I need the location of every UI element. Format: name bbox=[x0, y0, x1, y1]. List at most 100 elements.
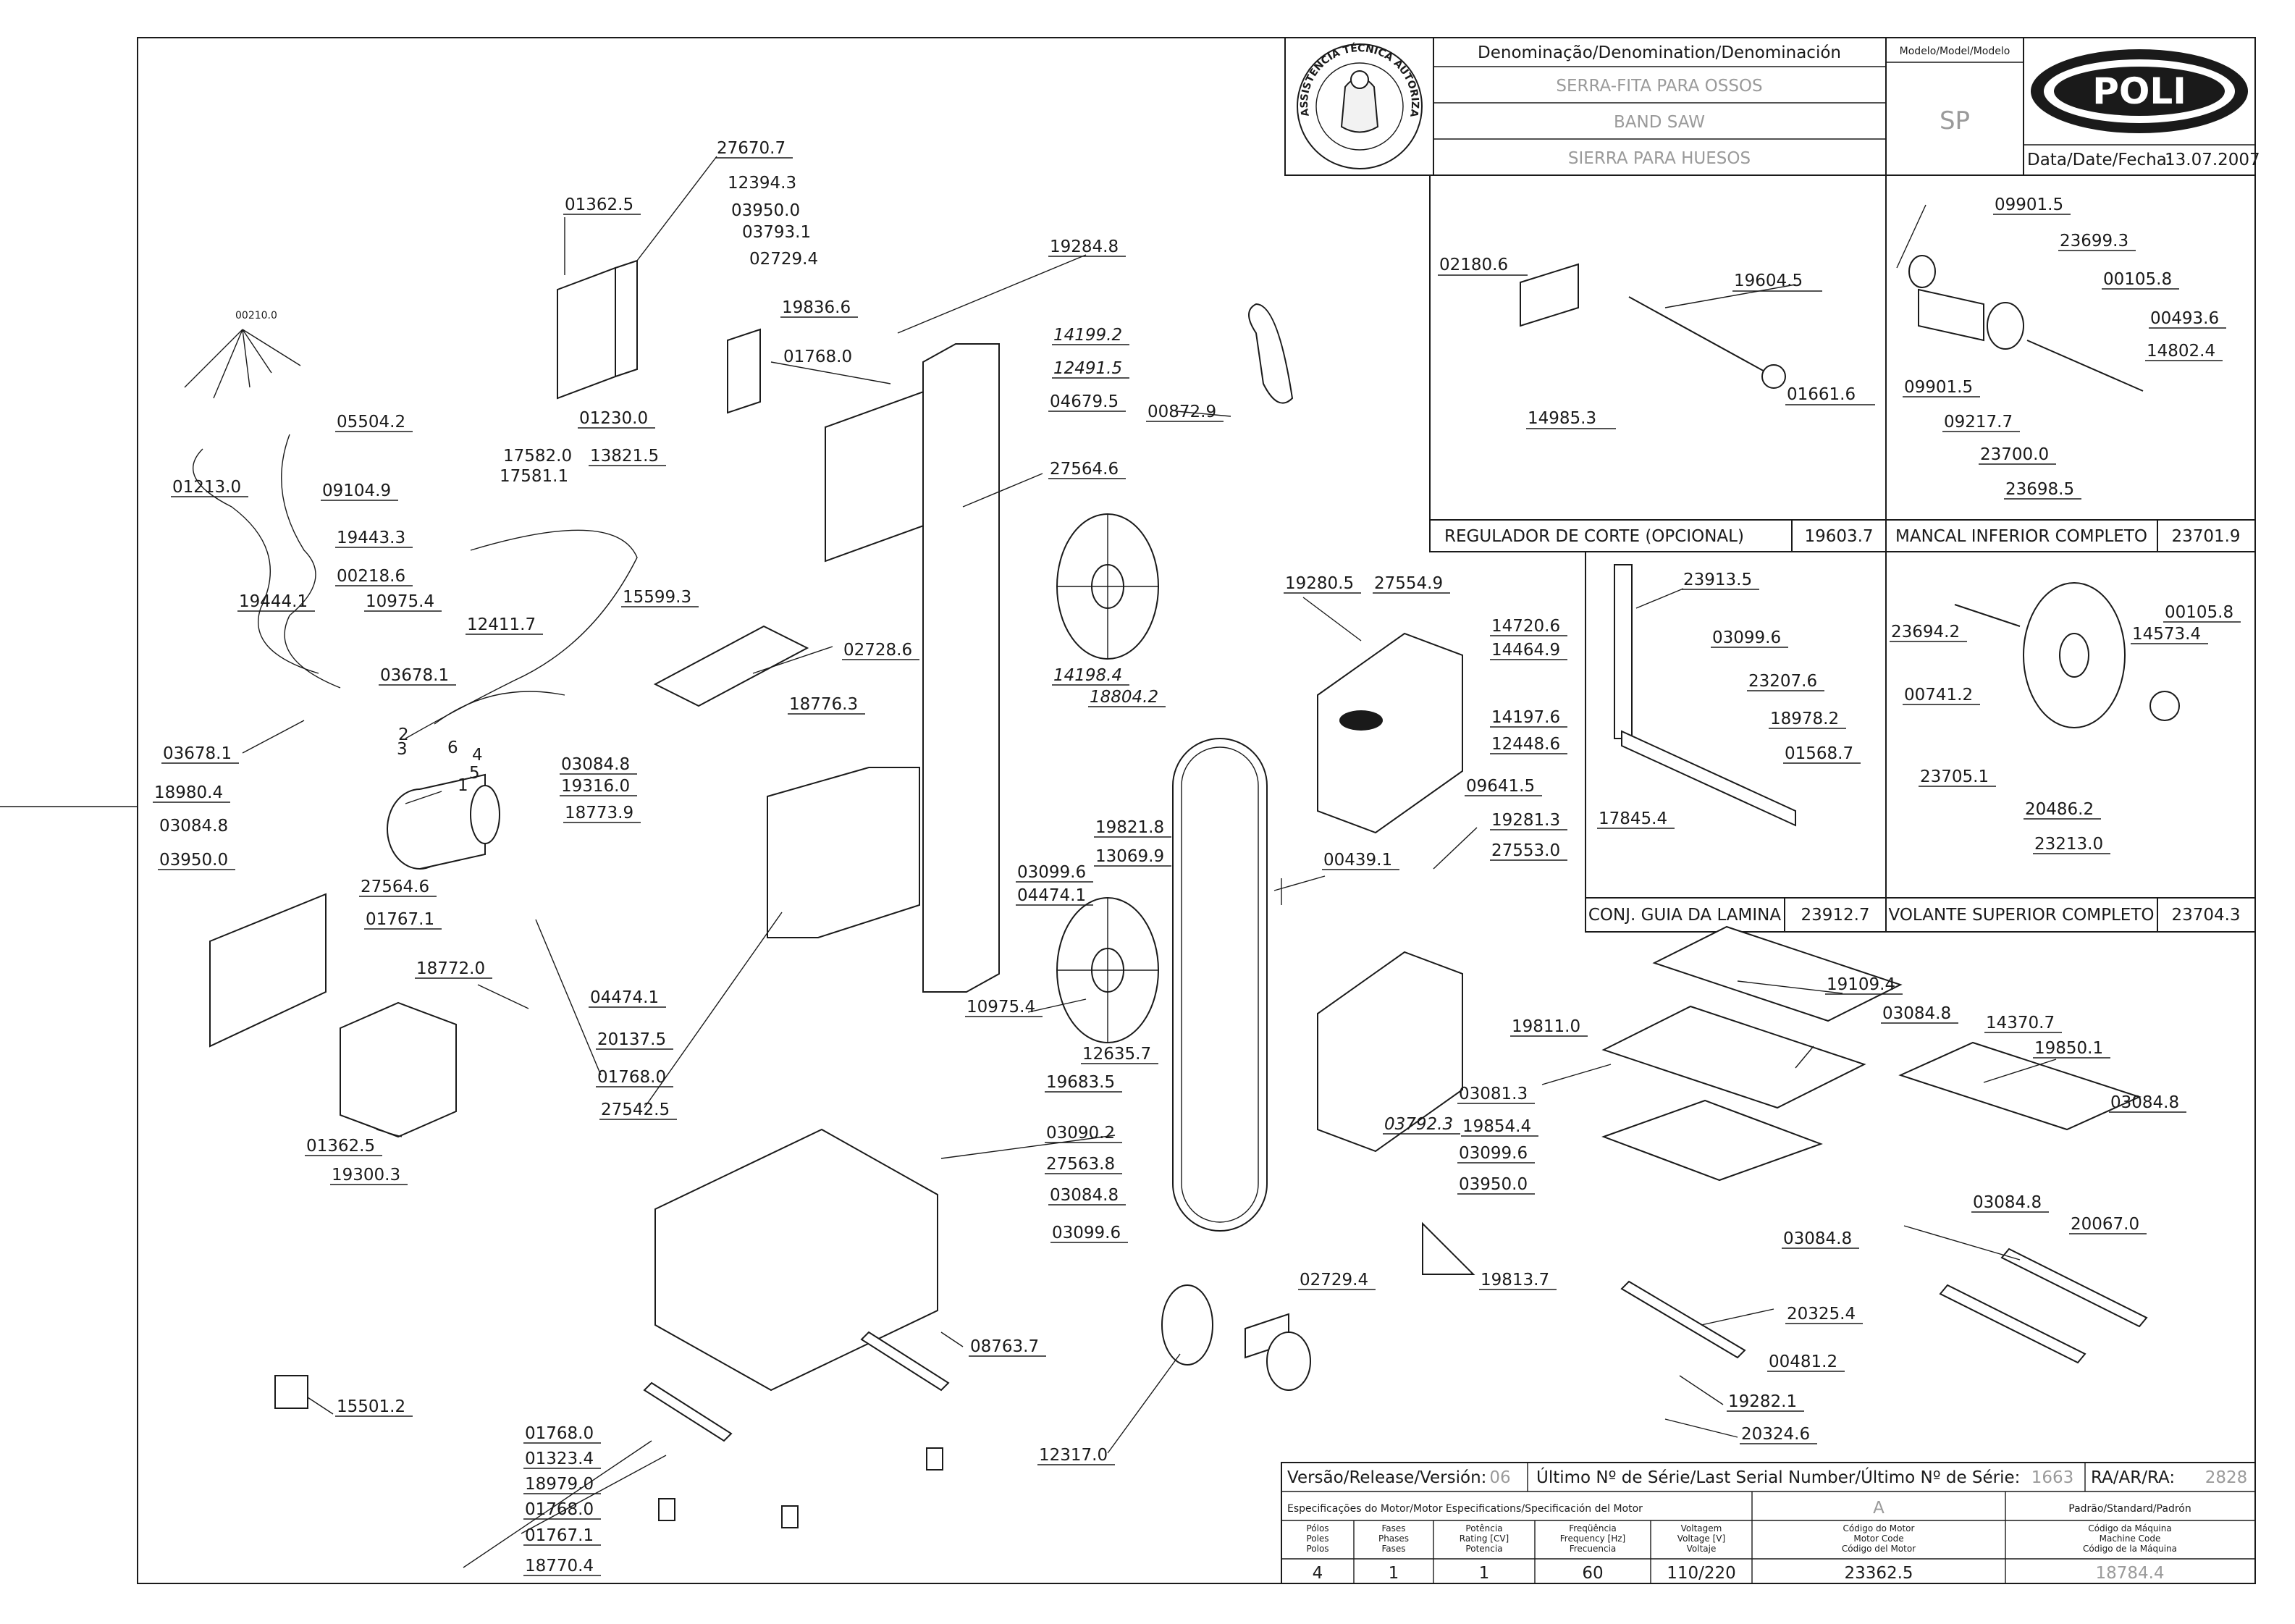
part-label-19821-8: 19821.8 bbox=[1094, 818, 1171, 838]
part-label-04474-1-a: 04474.1 bbox=[1016, 886, 1093, 906]
part-label-18804-2: 18804.2 bbox=[1088, 688, 1166, 707]
svg-text:Poles: Poles bbox=[1306, 1533, 1328, 1544]
svg-text:14720.6: 14720.6 bbox=[1491, 617, 1560, 636]
svg-text:Voltagem: Voltagem bbox=[1681, 1523, 1722, 1533]
part-label-03678-1-b: 03678.1 bbox=[161, 744, 239, 764]
svg-text:19443.3: 19443.3 bbox=[337, 529, 405, 547]
bearing-housing-part bbox=[1918, 288, 1984, 342]
part-label-18770-4: 18770.4 bbox=[523, 1557, 601, 1576]
part-label-03084-8-b: 03084.8 bbox=[159, 817, 228, 836]
part-label-02729-4-b: 02729.4 bbox=[1298, 1271, 1376, 1290]
part-label-19813-7: 19813.7 bbox=[1479, 1271, 1557, 1290]
wire-number-6: 6 bbox=[447, 739, 458, 757]
serial-value: 1663 bbox=[2031, 1468, 2074, 1487]
svg-text:04474.1: 04474.1 bbox=[590, 988, 659, 1007]
svg-text:01568.7: 01568.7 bbox=[1785, 744, 1853, 763]
part-label-27564-6-a: 27564.6 bbox=[1048, 460, 1126, 479]
part-label-03090-2: 03090.2 bbox=[1045, 1124, 1122, 1143]
svg-text:09641.5: 09641.5 bbox=[1466, 777, 1535, 796]
svg-text:00105.8: 00105.8 bbox=[2103, 270, 2172, 289]
svg-text:14198.4: 14198.4 bbox=[1053, 666, 1122, 685]
part-label-03084-8-d: 03084.8 bbox=[1881, 1004, 1958, 1024]
part-label-03099-6-c: 03099.6 bbox=[1711, 628, 1788, 648]
svg-text:03099.6: 03099.6 bbox=[1712, 628, 1781, 647]
part-label-23698-5: 23698.5 bbox=[2004, 480, 2081, 500]
svg-text:12635.7: 12635.7 bbox=[1082, 1045, 1151, 1064]
svg-text:Código da Máquina: Código da Máquina bbox=[2088, 1523, 2171, 1533]
base-cabinet-part bbox=[654, 1128, 938, 1392]
part-label-19683-5: 19683.5 bbox=[1045, 1073, 1122, 1093]
part-label-10975-4-b: 10975.4 bbox=[965, 998, 1043, 1017]
part-label-15501-2: 15501.2 bbox=[335, 1397, 413, 1417]
part-label-03084-8-a: 03084.8 bbox=[560, 755, 637, 775]
part-label-13069-9: 13069.9 bbox=[1094, 847, 1171, 867]
svg-text:00741.2: 00741.2 bbox=[1904, 686, 1973, 704]
part-label-03099-6-d: 03099.6 bbox=[1457, 1144, 1535, 1164]
title-block: ASSISTÊNCIA TÉCNICA AUTORIZADA Denominaç… bbox=[0, 0, 2260, 176]
svg-text:02729.4: 02729.4 bbox=[1300, 1271, 1368, 1289]
part-label-03792-3: 03792.3 bbox=[1383, 1115, 1460, 1135]
svg-text:20486.2: 20486.2 bbox=[2025, 800, 2094, 819]
corner-bracket-part bbox=[1422, 1221, 1475, 1275]
frequency-value: 60 bbox=[1582, 1564, 1603, 1583]
leader-lines bbox=[242, 156, 2057, 1568]
part-label-19281-3: 19281.3 bbox=[1490, 811, 1567, 830]
svg-text:02180.6: 02180.6 bbox=[1439, 256, 1508, 274]
svg-text:19854.4: 19854.4 bbox=[1462, 1117, 1531, 1136]
svg-text:03084.8: 03084.8 bbox=[1783, 1229, 1852, 1248]
ra-value: 2828 bbox=[2205, 1468, 2248, 1487]
svg-text:18770.4: 18770.4 bbox=[525, 1557, 594, 1575]
part-label-20067-0: 20067.0 bbox=[2069, 1215, 2147, 1234]
part-label-01213-0: 01213.0 bbox=[171, 478, 248, 497]
svg-text:13821.5: 13821.5 bbox=[590, 447, 659, 466]
wire-number-1: 1 bbox=[458, 776, 468, 795]
part-label-03084-8-g: 03084.8 bbox=[1971, 1193, 2049, 1213]
svg-text:23213.0: 23213.0 bbox=[2034, 835, 2103, 854]
part-label-09901-5-a: 09901.5 bbox=[1993, 195, 2071, 215]
part-label-09901-5-b: 09901.5 bbox=[1903, 378, 1980, 397]
svg-text:03950.0: 03950.0 bbox=[159, 851, 228, 870]
svg-text:01767.1: 01767.1 bbox=[525, 1526, 594, 1545]
part-label-00741-2: 00741.2 bbox=[1903, 686, 1980, 705]
part-label-14720-6: 14720.6 bbox=[1490, 617, 1567, 636]
part-label-04474-1-b: 04474.1 bbox=[589, 988, 666, 1008]
svg-text:Código de la Máquina: Código de la Máquina bbox=[2083, 1544, 2177, 1554]
part-label-14198-4: 14198.4 bbox=[1052, 666, 1129, 686]
part-label-01768-0-b: 01768.0 bbox=[596, 1068, 673, 1087]
saw-blade-loop bbox=[1172, 738, 1268, 1232]
part-label-23694-2: 23694.2 bbox=[1890, 623, 1967, 642]
svg-text:18773.9: 18773.9 bbox=[565, 804, 633, 822]
svg-text:19316.0: 19316.0 bbox=[561, 777, 630, 796]
svg-text:Motor Code: Motor Code bbox=[1853, 1533, 1903, 1544]
svg-text:Potência: Potência bbox=[1465, 1523, 1502, 1533]
part-label-00218-6: 00218.6 bbox=[335, 567, 413, 586]
pulley-part bbox=[1161, 1284, 1213, 1366]
svg-text:13069.9: 13069.9 bbox=[1095, 847, 1164, 866]
electrical-box-part bbox=[340, 1001, 457, 1138]
part-label-12635-7: 12635.7 bbox=[1081, 1045, 1158, 1064]
belt-part bbox=[1248, 303, 1294, 404]
table-frame-part bbox=[1601, 1005, 1866, 1109]
part-label-20324-6: 20324.6 bbox=[1740, 1425, 1817, 1444]
part-label-23699-3: 23699.3 bbox=[2058, 232, 2136, 251]
part-label-23705-1: 23705.1 bbox=[1919, 767, 1996, 787]
svg-text:19821.8: 19821.8 bbox=[1095, 818, 1164, 837]
subassembly-code-cut-regulator: 19603.7 bbox=[1804, 527, 1873, 546]
part-labels: 27670.7 01362.5 12394.3 03950.0 03793.1 … bbox=[153, 139, 2241, 1576]
part-label-17582-0: 17582.0 bbox=[503, 447, 572, 466]
part-label-19284-8: 19284.8 bbox=[1048, 237, 1126, 257]
svg-text:10975.4: 10975.4 bbox=[967, 998, 1035, 1017]
part-label-15599-3: 15599.3 bbox=[621, 588, 699, 607]
push-table-part bbox=[1898, 1041, 2142, 1131]
base-rail-part bbox=[643, 1381, 733, 1442]
part-label-18772-0: 18772.0 bbox=[415, 959, 492, 979]
part-label-03950-0: 03950.0 bbox=[731, 201, 800, 220]
svg-text:14464.9: 14464.9 bbox=[1491, 641, 1560, 660]
subassembly-code-upper-wheel: 23704.3 bbox=[2171, 906, 2240, 925]
rating-value: 1 bbox=[1479, 1564, 1490, 1583]
part-label-14197-6: 14197.6 bbox=[1490, 708, 1567, 728]
svg-text:23913.5: 23913.5 bbox=[1683, 571, 1752, 589]
svg-text:03678.1: 03678.1 bbox=[163, 744, 232, 763]
svg-text:23700.0: 23700.0 bbox=[1980, 445, 2049, 464]
